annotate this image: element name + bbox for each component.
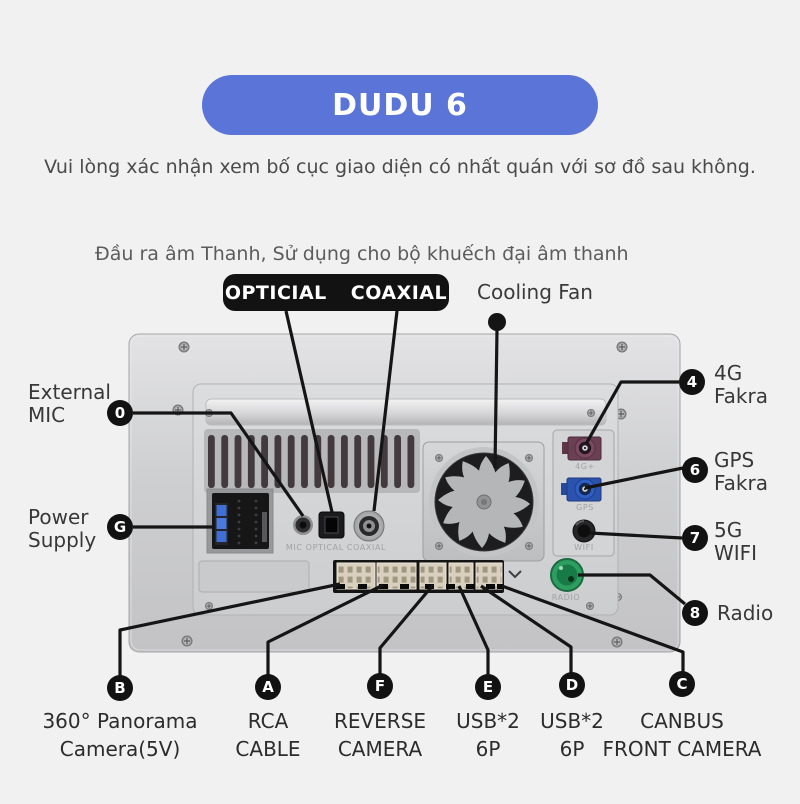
rca-cable-label: RCA CABLE (235, 709, 301, 761)
wifi-antenna-connector (572, 519, 596, 543)
line-radio (578, 573, 687, 606)
screw (585, 601, 595, 611)
callout-7-wifi: 7 (682, 525, 708, 551)
callout-d-usb: D (559, 672, 585, 698)
line-reverse (378, 583, 435, 674)
callout-a-rca: A (255, 674, 281, 700)
line-external-mic (133, 411, 305, 517)
cooling-fan-dot (488, 313, 506, 331)
callout-f-reverse: F (367, 673, 393, 699)
screw (181, 635, 193, 647)
screw (178, 341, 190, 353)
panorama-camera-label: 360° Panorama Camera(5V) (42, 709, 198, 761)
wifi-engraving: WIFI (574, 543, 594, 552)
screw (616, 341, 628, 353)
screw (524, 453, 534, 463)
fakra-gps-engraving: GPS (576, 503, 594, 512)
radio-connector (550, 558, 584, 592)
blank-recess (198, 560, 310, 593)
callout-b-panorama: B (107, 675, 133, 701)
callout-c-canbus: C (669, 671, 695, 697)
model-name: DUDU 6 (332, 87, 468, 123)
wiring-connector-strip (333, 560, 522, 593)
line-rca (266, 583, 384, 675)
line-optical (284, 310, 334, 513)
coaxial-port (353, 510, 385, 542)
annotation-lines (118, 310, 687, 676)
screw (434, 453, 444, 463)
coaxial-tag-label: COAXIAL (350, 281, 448, 304)
screw (524, 541, 534, 551)
fakra-gps-connector (561, 477, 602, 502)
line-usb-e (457, 585, 490, 675)
power-supply-label: Power Supply (28, 505, 97, 552)
antenna-column: 4G+ GPS WIFI (552, 429, 615, 557)
callout-6-fakra-gps: 6 (682, 457, 708, 483)
cooling-fan-label: Cooling Fan (477, 280, 593, 304)
fakra-4g-connector (562, 436, 602, 461)
power-supply-connector (206, 488, 274, 554)
fakra-4g-label: 4G Fakra (714, 361, 768, 408)
chevron-down-icon (508, 570, 522, 579)
line-cooling-fan (493, 329, 499, 469)
fakra-4g-engraving: 4G+ (575, 462, 595, 471)
callout-e-usb: E (475, 674, 501, 700)
line-4g (584, 380, 679, 445)
callout-8-radio: 8 (682, 600, 708, 626)
external-mic-label: External MIC (28, 380, 111, 427)
line-coaxial (372, 310, 399, 512)
usb-d-label: USB*2 6P (540, 709, 604, 761)
optical-tag-label: OPTICIAL (224, 281, 327, 304)
optical-port (318, 511, 345, 539)
screw (204, 601, 214, 611)
top-groove (205, 398, 607, 426)
usb-e-label: USB*2 6P (456, 709, 520, 761)
radio-label: Radio (717, 601, 774, 625)
audio-connectors: MIC OPTICAL COAXIAL (286, 510, 386, 552)
fakra-gps-label: GPS Fakra (714, 448, 768, 495)
radio-engraving: RADIO (552, 593, 581, 602)
line-wifi (589, 531, 683, 540)
cooling-fan (422, 441, 545, 562)
canbus-front-camera-label: CANBUS FRONT CAMERA (602, 709, 762, 761)
confirmation-subtitle: Vui lòng xác nhận xem bố cục giao diện c… (44, 156, 756, 178)
model-badge: DUDU 6 (202, 75, 598, 135)
screw (586, 408, 596, 418)
heatsink-fins (204, 429, 420, 493)
screw (434, 541, 444, 551)
optical-coaxial-tag: OPTICIAL COAXIAL (223, 274, 449, 311)
connector-row-engraving: MIC OPTICAL COAXIAL (286, 543, 386, 552)
callout-4-fakra-4g: 4 (679, 369, 705, 395)
line-usb-d (480, 584, 573, 673)
reverse-camera-label: REVERSE CAMERA (333, 709, 427, 761)
line-gps (584, 466, 684, 490)
callout-0-external-mic: 0 (107, 400, 133, 426)
line-panorama (118, 582, 341, 676)
wifi-5g-label: 5G WIFI (714, 518, 758, 565)
line-canbus (501, 584, 685, 672)
audio-output-note: Đầu ra âm Thanh, Sử dụng cho bộ khuếch đ… (95, 243, 629, 265)
callout-g-power: G (107, 514, 133, 540)
screw (611, 636, 623, 648)
